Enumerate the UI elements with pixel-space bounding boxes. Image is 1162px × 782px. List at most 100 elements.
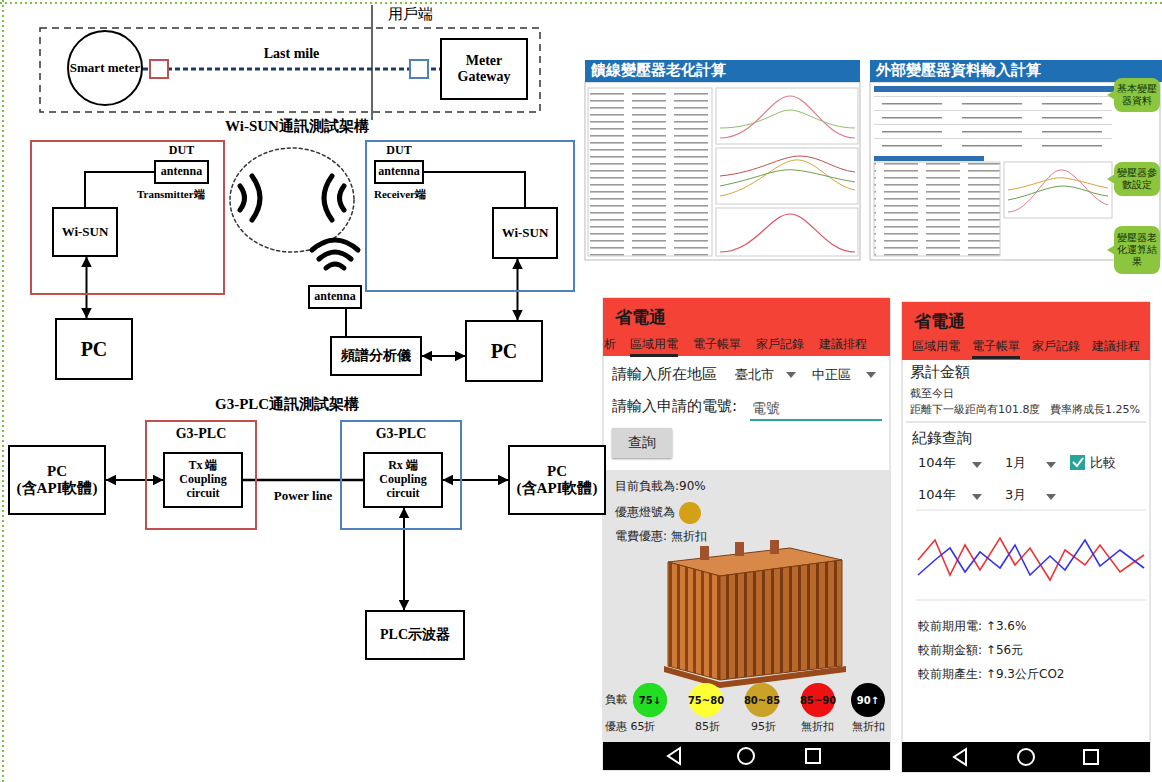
last-mile-frame <box>371 5 373 120</box>
node-text: Receiver端 <box>374 188 426 201</box>
phone-screen-2 <box>902 302 1150 772</box>
node-text: antenna <box>378 165 419 179</box>
radio-waves <box>326 264 344 268</box>
edge-label: Power line <box>272 488 335 504</box>
node-text: Meter Gateway <box>442 53 526 85</box>
connector-line <box>443 479 508 481</box>
label-text: 截至今日 <box>910 388 954 401</box>
node-text: Wi-SUN <box>62 225 109 240</box>
node-text: PC <box>547 463 567 480</box>
screenshot-external-transformer <box>1008 178 1108 190</box>
last-mile-frame <box>150 60 168 78</box>
node-text: 基本變壓器資料 <box>1116 83 1158 107</box>
label-text: 電費優惠: 無折扣 <box>615 530 707 544</box>
node-text: Rx 端 <box>388 459 418 473</box>
phone-screen-2 <box>972 462 982 468</box>
radio-waves <box>319 252 351 259</box>
label-text: 請輸入所在地區 <box>612 366 717 383</box>
coupling-box: Tx 端Coupling circuit <box>163 452 243 508</box>
label-text: 無折扣 <box>852 721 885 734</box>
wisun-box: Wi-SUN <box>52 207 118 257</box>
node-text: Coupling circuit <box>365 473 441 501</box>
node-text: PC <box>81 338 108 361</box>
phone-screen-2 <box>972 494 982 500</box>
connector-line <box>243 479 363 482</box>
phone-screen-1 <box>679 502 701 524</box>
node-text: 查詢 <box>628 434 656 452</box>
node-text: 外部變壓器資料輸入計算 <box>876 61 1041 80</box>
last-mile-frame <box>40 5 540 120</box>
label-text: 104年 <box>918 456 956 471</box>
screenshot-external-transformer <box>1008 170 1108 212</box>
label-text: 電子帳單 <box>972 340 1020 359</box>
phone-screen-1 <box>603 298 890 770</box>
screenshot-feeder-transformer <box>588 88 712 256</box>
screenshot-external-transformer <box>874 96 1112 152</box>
phone-screen-1 <box>735 542 744 556</box>
node-text: 變壓器參數設定 <box>1116 167 1158 191</box>
screenshot-external-transformer <box>874 86 1114 92</box>
phone-screen-2 <box>1073 458 1083 466</box>
oscilloscope-box: PLC示波器 <box>365 610 465 660</box>
phone-screen-1 <box>738 748 754 764</box>
screenshot-external-transformer <box>1004 162 1112 218</box>
screenshot-external-transformer <box>874 156 984 161</box>
phone-screen-1 <box>866 372 876 378</box>
edge-label: Last mile <box>262 46 322 62</box>
radio-waves <box>230 148 358 268</box>
label-text: G3-PLC通訊測試架構 <box>215 396 359 413</box>
query-button: 查詢 <box>612 428 672 458</box>
node-text: Transmitter端 <box>137 188 205 201</box>
radio-waves <box>230 148 354 252</box>
node-text: G3-PLC <box>342 426 460 442</box>
label-text: 3月 <box>1005 488 1026 503</box>
label-text: 請輸入申請的電號: <box>612 398 737 415</box>
label-text: 臺北市 <box>735 368 774 383</box>
label-text: 較前期產生: ↑9.3公斤CO2 <box>918 668 1064 682</box>
label-text: 中正區 <box>812 368 851 383</box>
phone-screen-1 <box>720 560 842 680</box>
phone-screen-2 <box>902 742 1150 772</box>
label-text: 紀錄查詢 <box>912 430 972 447</box>
node-text: G3-PLC <box>147 426 255 442</box>
screenshot-feeder-transformer <box>720 214 855 252</box>
node-text: (含API軟體) <box>517 480 598 497</box>
connector-line <box>345 309 347 336</box>
node-text: 頻譜分析儀 <box>341 348 411 364</box>
node-text: 75↓ <box>639 695 661 706</box>
label-text: 優惠 65折 <box>605 721 656 734</box>
receiver-frame: Receiver端DUTantennaWi-SUN <box>365 140 575 292</box>
page-frame <box>2 0 4 782</box>
screenshot-feeder-transformer <box>720 110 855 128</box>
transmitter-frame: Transmitter端 DUTantennaWi-SUN <box>30 140 225 295</box>
screenshot-external-transformer <box>874 162 1000 256</box>
connector-line <box>106 479 163 481</box>
load-level-dot: 75↓ <box>633 683 667 717</box>
node-text: 省電通 <box>914 310 965 333</box>
connector-line <box>403 508 405 610</box>
radio-waves <box>340 186 345 210</box>
label-text: 無折扣 <box>801 721 834 734</box>
callout-bubble: 變壓器參數設定 <box>1114 162 1160 196</box>
load-level-dot: 85~90 <box>801 683 835 717</box>
label-text: 析 <box>604 338 616 352</box>
page-frame <box>0 2 1162 4</box>
label-text: 負載 <box>605 694 627 707</box>
pc-box: PC(含API軟體) <box>8 445 106 515</box>
screenshot-feeder-transformer <box>716 208 858 256</box>
node-text: 85~90 <box>800 695 836 706</box>
radio-waves <box>252 176 260 220</box>
phone-screen-2 <box>1046 462 1056 468</box>
node-text: PLC示波器 <box>380 627 450 643</box>
antenna-box: DUTantenna <box>154 160 209 184</box>
callout-bubble: 基本變壓器資料 <box>1114 78 1160 112</box>
label-text: 家戶記錄 <box>1032 340 1080 354</box>
pc-box: PC <box>55 318 133 380</box>
screenshot-feeder-transformer <box>720 170 855 186</box>
screenshot-feeder-transformer <box>720 160 855 196</box>
screenshot-feeder-transformer <box>716 148 858 204</box>
